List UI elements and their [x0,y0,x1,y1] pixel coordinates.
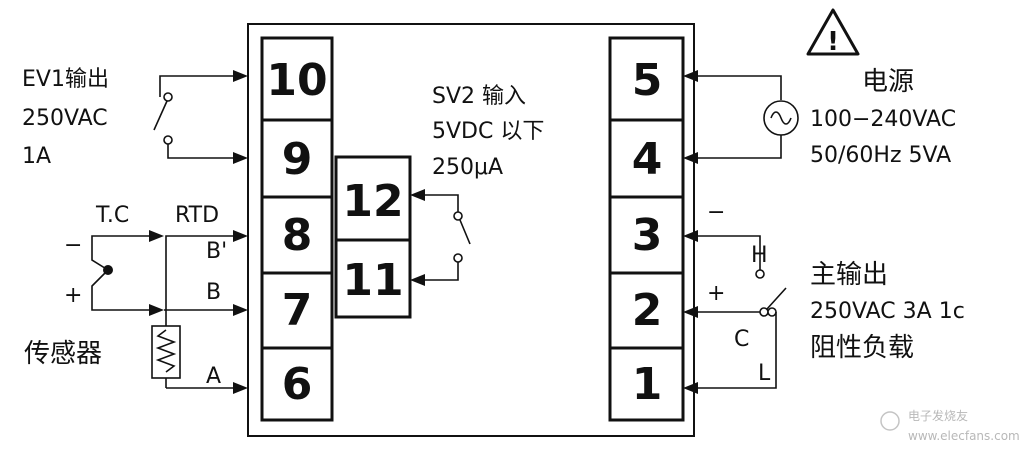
main-output-h: H [751,243,768,268]
terminal-7 [260,271,334,350]
controller-housing [247,23,695,437]
sensor-bprime-label: B' [206,239,227,264]
terminal-4 [608,118,685,199]
terminal-6 [260,346,334,422]
left-terminal-block: 10 9 8 7 6 [260,36,334,422]
terminal-11 [334,238,412,319]
terminal-6-label: 6 [282,359,313,410]
sensor-wiring [91,230,248,394]
terminal-12 [334,155,412,242]
main-output-line1: 250VAC 3A 1c [810,299,965,324]
main-output-l: L [758,361,771,386]
sensor-minus-label: − [64,233,82,258]
terminal-10-label: 10 [266,55,327,106]
main-output-title: 主输出 [810,260,888,290]
middle-terminal-block: 12 11 [334,155,412,319]
terminal-1 [608,346,685,422]
main-output-line2: 阻性负载 [810,333,914,363]
main-output-minus: − [707,200,725,225]
ev1-label-line1: EV1输出 [22,67,109,92]
power-line1: 100−240VAC [810,107,956,132]
sensor-label: 传感器 [24,339,102,369]
terminal-5-label: 5 [632,55,663,106]
terminal-12-label: 12 [342,176,403,227]
sv2-label-line3: 250μA [432,155,503,180]
ev1-output-wiring [153,70,248,164]
terminal-4-label: 4 [632,134,663,185]
terminal-11-label: 11 [342,255,403,306]
sensor-b-label: B [206,280,221,305]
watermark-line2: www.elecfans.com [908,429,1020,443]
watermark: 电子发烧友 www.elecfans.com [880,408,1020,443]
watermark-line1: 电子发烧友 [908,408,968,423]
terminal-2-label: 2 [632,285,663,336]
main-output-plus: + [707,281,725,306]
sensor-tc-label: T.C [95,203,129,228]
terminal-8-label: 8 [282,210,313,261]
sv2-input-wiring [410,189,471,286]
terminal-9-label: 9 [282,134,313,185]
power-wiring [683,70,799,164]
main-output-c: C [734,327,749,352]
sensor-rtd-label: RTD [175,203,219,228]
power-title: 电源 [862,67,914,97]
sv2-label-line2: 5VDC 以下 [432,119,544,144]
warning-symbol: ! [827,27,839,57]
terminal-5 [608,36,685,122]
terminal-2 [608,271,685,350]
sensor-plus-label: + [64,283,82,308]
sensor-a-label: A [206,364,221,389]
right-terminal-block: 5 4 3 2 1 [608,36,685,422]
ev1-label-line2: 250VAC [22,106,108,131]
terminal-7-label: 7 [282,285,313,336]
terminal-8 [260,195,334,275]
main-output-wiring [683,230,787,394]
ev1-label-line3: 1A [22,144,51,169]
watermark-logo-icon [880,411,900,431]
terminal-3-label: 3 [632,210,663,261]
sv2-label-line1: SV2 输入 [432,84,526,109]
power-line2: 50/60Hz 5VA [810,143,951,168]
warning-icon: ! [806,8,860,57]
terminal-1-label: 1 [632,359,663,410]
